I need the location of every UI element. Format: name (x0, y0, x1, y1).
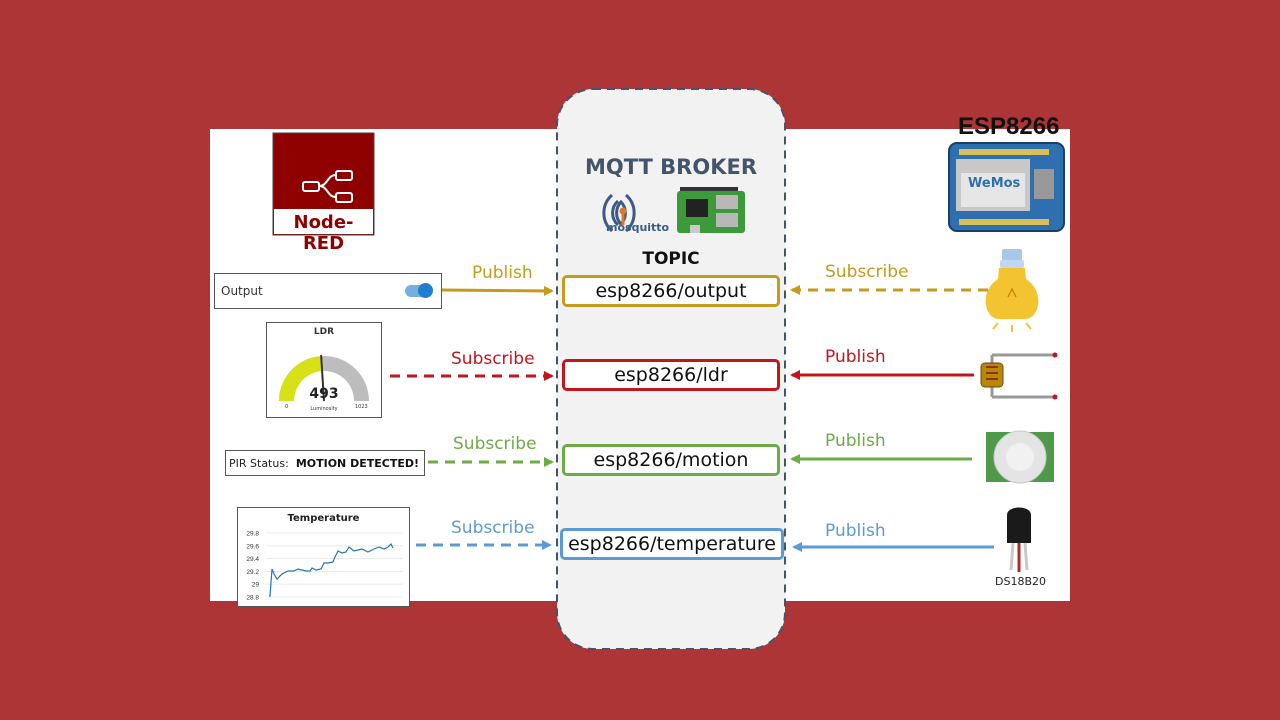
temperature-ytick: 29.2 (246, 569, 259, 576)
topic-temperature: esp8266/temperature (560, 528, 784, 560)
ldr-gauge-widget: LDR 493 0 Luminosity 1023 (266, 322, 382, 418)
pir-status: MOTION DETECTED! (295, 457, 419, 470)
label-left-output: Publish (472, 263, 533, 283)
gauge-unit: Luminosity (310, 406, 338, 412)
mosquitto-label: mosquitto (606, 221, 670, 234)
output-label: Output (221, 284, 263, 298)
wemos-brand: WeMos (968, 176, 1021, 191)
gauge-value: 493 (309, 386, 339, 402)
pir-label: PIR Status: (229, 457, 289, 470)
temperature-ytick: 28.8 (246, 595, 259, 602)
label-right-output: Subscribe (825, 262, 909, 282)
temperature-chart-title: Temperature (287, 513, 360, 524)
topic-header: TOPIC (642, 249, 700, 269)
gauge-min: 0 (285, 404, 289, 410)
label-right-motion: Publish (825, 431, 886, 451)
broker-title: MQTT BROKER (584, 155, 757, 179)
pir-sensor-icon (986, 430, 1054, 484)
label-right-temperature: Publish (825, 521, 886, 541)
temperature-chart-widget: Temperature 29.8 29.6 29.4 29.2 29 28.8 (237, 507, 410, 607)
temperature-ytick: 29.8 (246, 531, 259, 538)
topic-ldr: esp8266/ldr (562, 359, 780, 391)
gauge-needle (320, 355, 325, 402)
sensor-label: DS18B20 (995, 575, 1046, 588)
gauge-title: LDR (313, 327, 335, 337)
label-left-ldr: Subscribe (451, 349, 535, 369)
temperature-ytick: 29.6 (246, 543, 259, 550)
diagram-panel: ESP8266 Node-RED MQTT BROKER mosquitto T… (210, 88, 1070, 650)
nodered-label: Node-RED (293, 212, 354, 254)
mosquitto-logo (602, 193, 636, 233)
label-left-motion: Subscribe (453, 434, 537, 454)
gauge-max: 1023 (355, 404, 368, 410)
arrow-publish-output (441, 285, 554, 296)
topic-output: esp8266/output (562, 275, 780, 307)
gauge-svg (279, 355, 369, 402)
topic-motion: esp8266/motion (562, 444, 780, 476)
temperature-line (269, 542, 394, 597)
esp-title: ESP8266 (958, 113, 1060, 140)
temperature-ytick: 29.4 (246, 556, 259, 563)
pir-widget: PIR Status: MOTION DETECTED! (225, 450, 425, 476)
ldr-sensor-icon (980, 352, 1058, 400)
lightbulb-icon (985, 249, 1039, 332)
toggle-switch-icon[interactable] (405, 283, 433, 298)
label-left-temperature: Subscribe (451, 518, 535, 538)
raspberry-pi-icon (677, 187, 745, 233)
toggle-knob (418, 283, 433, 298)
temperature-chart-svg: 29.8 29.6 29.4 29.2 29 28.8 (246, 531, 403, 602)
ds18b20-sensor-icon (1007, 507, 1031, 572)
temperature-ytick: 29 (252, 582, 260, 589)
gauge-fill (279, 356, 323, 401)
nodered-logo (272, 132, 375, 236)
label-right-ldr: Publish (825, 347, 886, 367)
output-widget: Output (214, 273, 442, 309)
wemos-board-icon (948, 142, 1065, 232)
